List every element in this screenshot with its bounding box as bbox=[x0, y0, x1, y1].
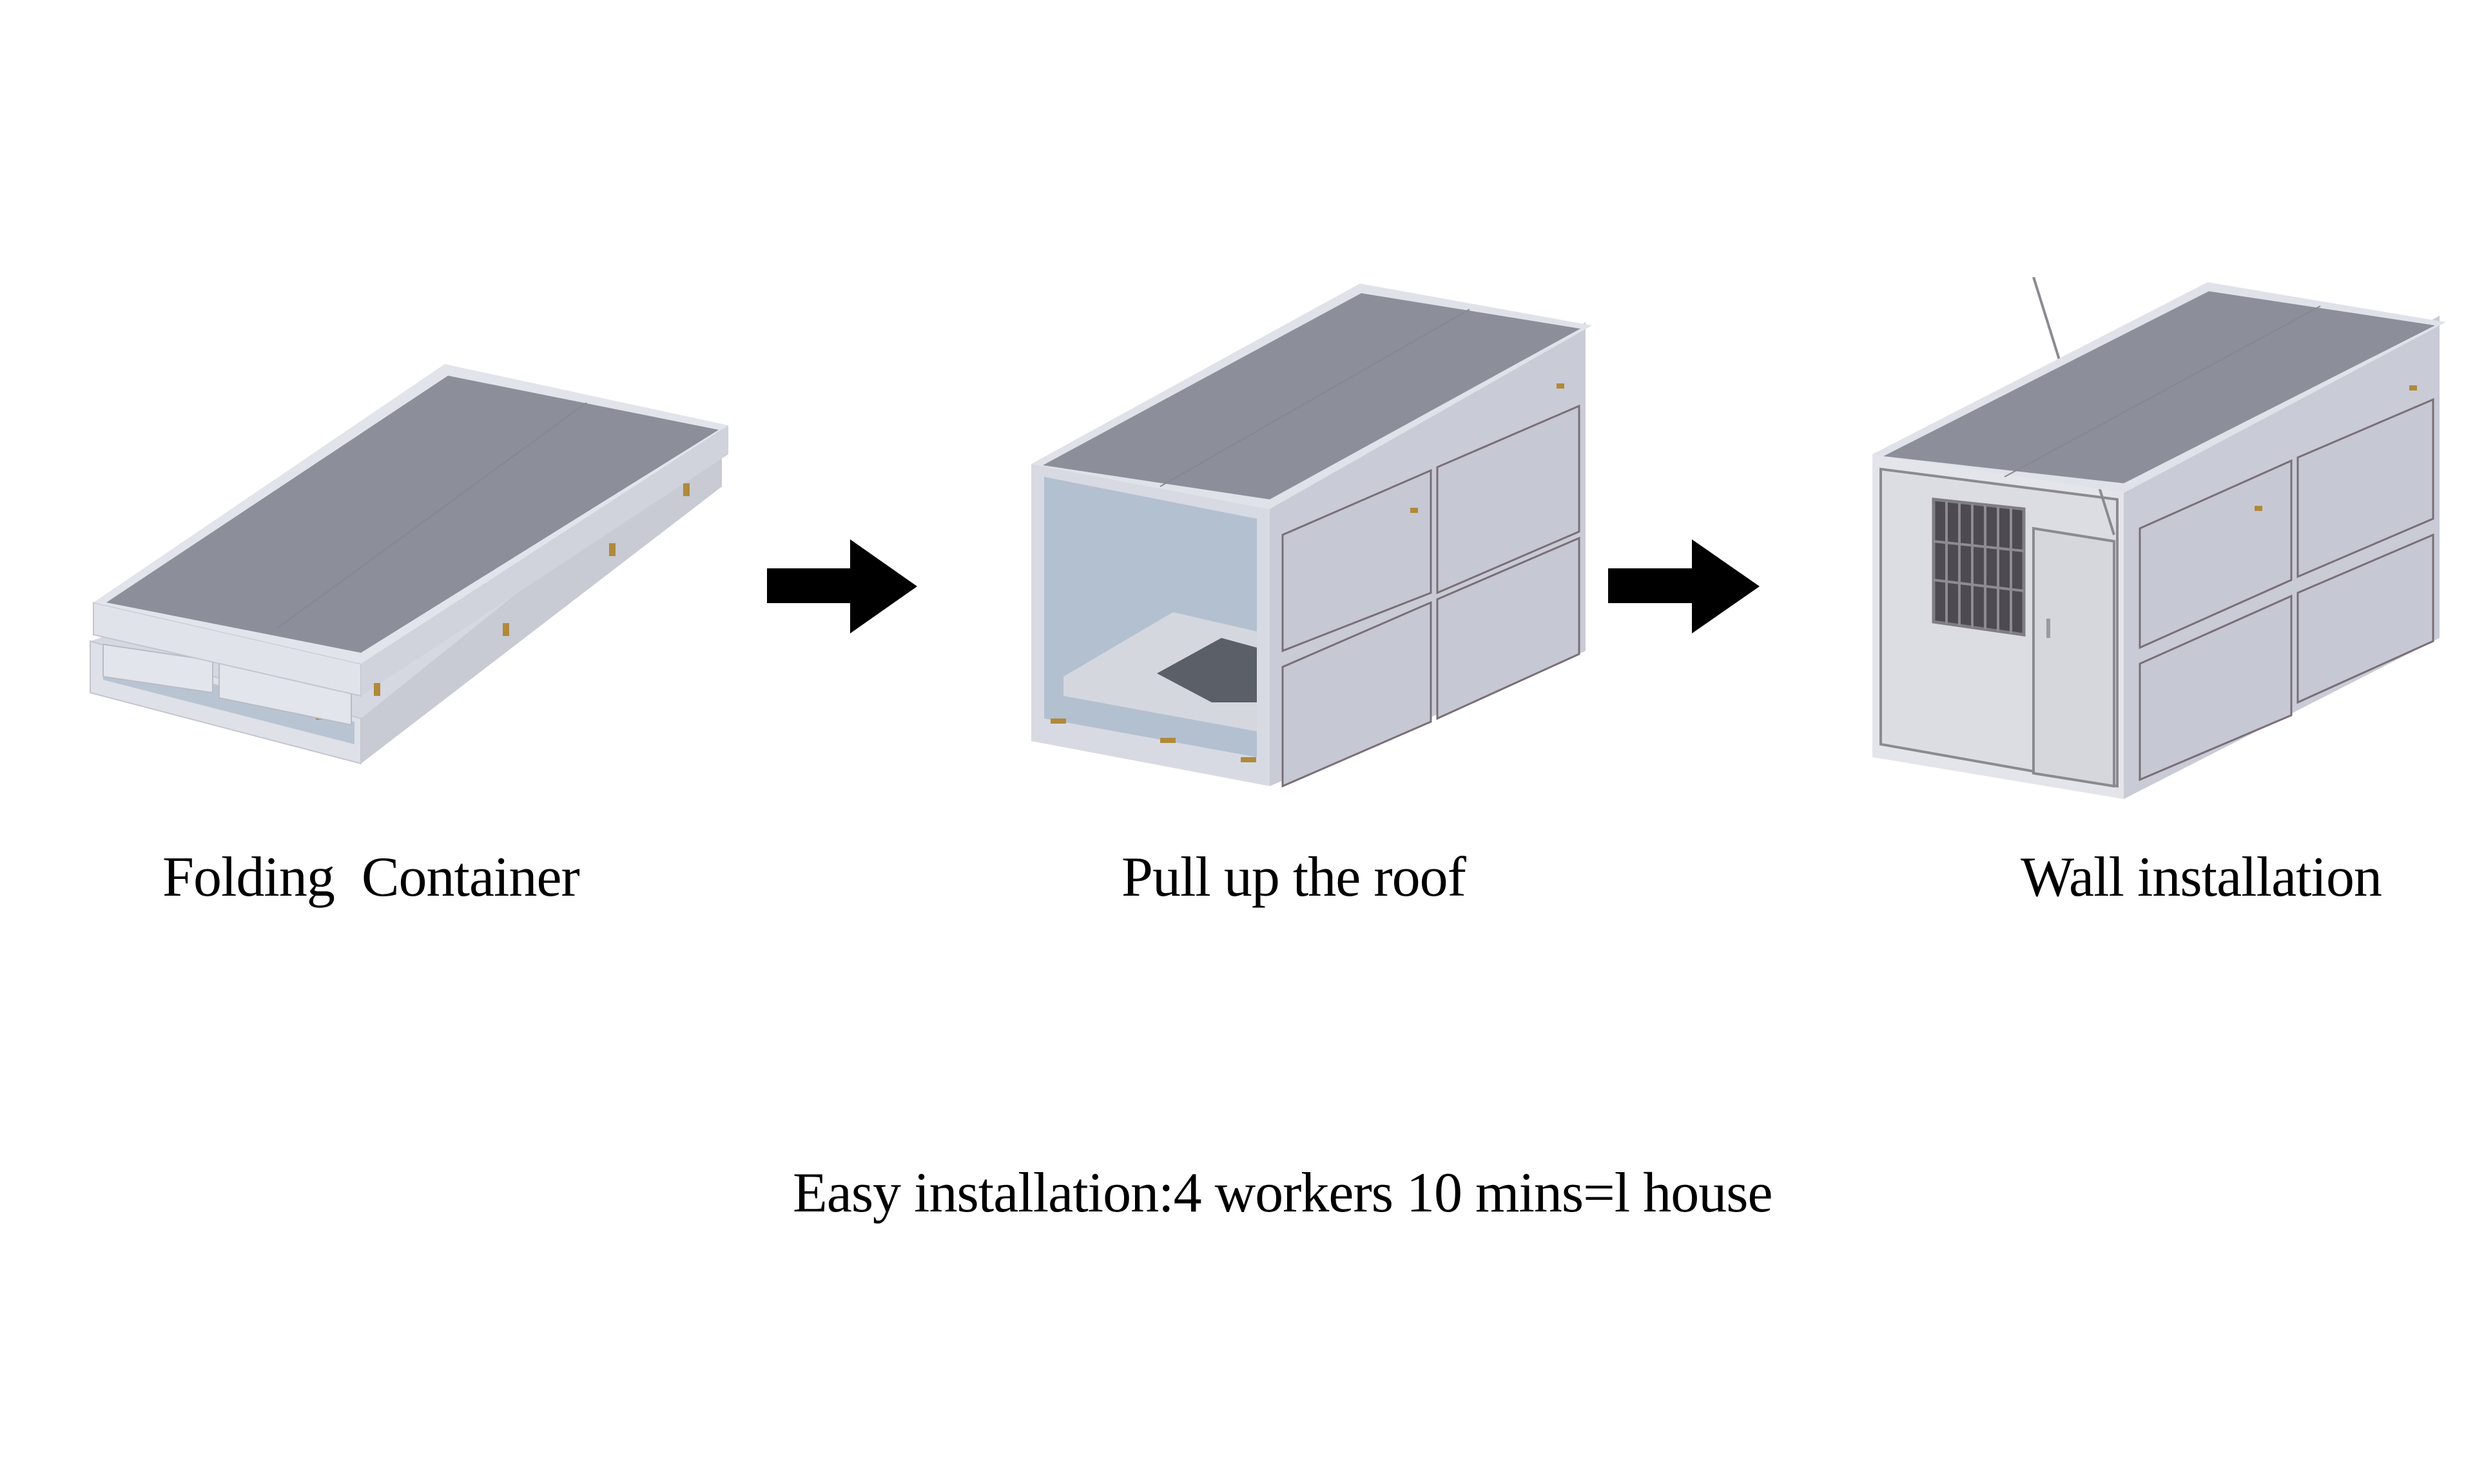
folded-container-image bbox=[90, 364, 728, 765]
step-1-illustration bbox=[84, 358, 741, 776]
step-3-illustration bbox=[1869, 277, 2449, 805]
step-3-caption: Wall installation bbox=[2021, 846, 2382, 909]
arrow-right-icon bbox=[766, 538, 920, 638]
installation-summary: Easy installation:4 workers 10 mins=l ho… bbox=[793, 1162, 1773, 1224]
step-2-caption: Pull up the roof bbox=[1121, 846, 1466, 909]
step-1-caption: Folding Container bbox=[162, 846, 580, 909]
open-frame-container-image bbox=[1031, 284, 1592, 788]
finished-container-house-image bbox=[1872, 277, 2446, 799]
arrow-right-icon bbox=[1605, 538, 1760, 638]
step-2-illustration bbox=[1025, 277, 1592, 793]
